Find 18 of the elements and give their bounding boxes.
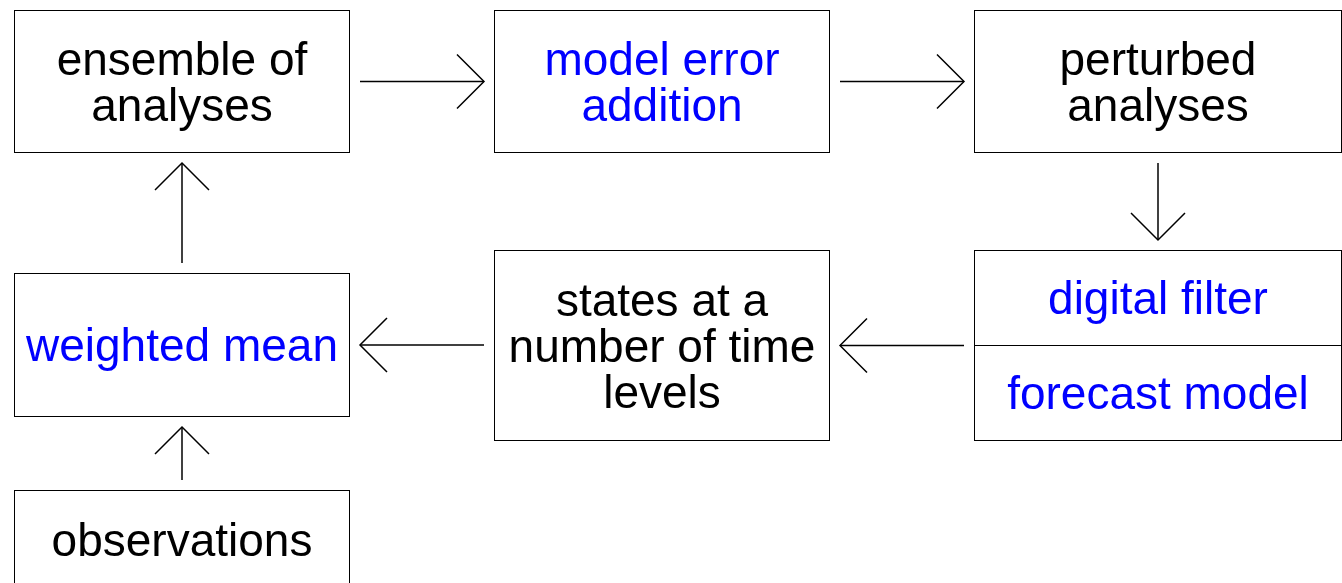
split-process-box [974, 250, 1342, 441]
arrow [839, 317, 965, 374]
arrow [154, 426, 210, 481]
process-box [14, 490, 350, 583]
arrow [359, 53, 485, 110]
arrow [359, 317, 485, 373]
process-box [494, 250, 830, 441]
arrow [154, 162, 210, 264]
box-label: states at a number of time levels [507, 276, 817, 415]
box-label: forecast model [1007, 370, 1309, 416]
arrow [1130, 162, 1186, 241]
arrow [839, 53, 965, 110]
process-box [14, 10, 350, 153]
process-box [14, 273, 350, 417]
box-label: observations [51, 517, 313, 563]
process-box [494, 10, 830, 153]
process-box [974, 10, 1342, 153]
box-label: model error addition [543, 35, 781, 128]
